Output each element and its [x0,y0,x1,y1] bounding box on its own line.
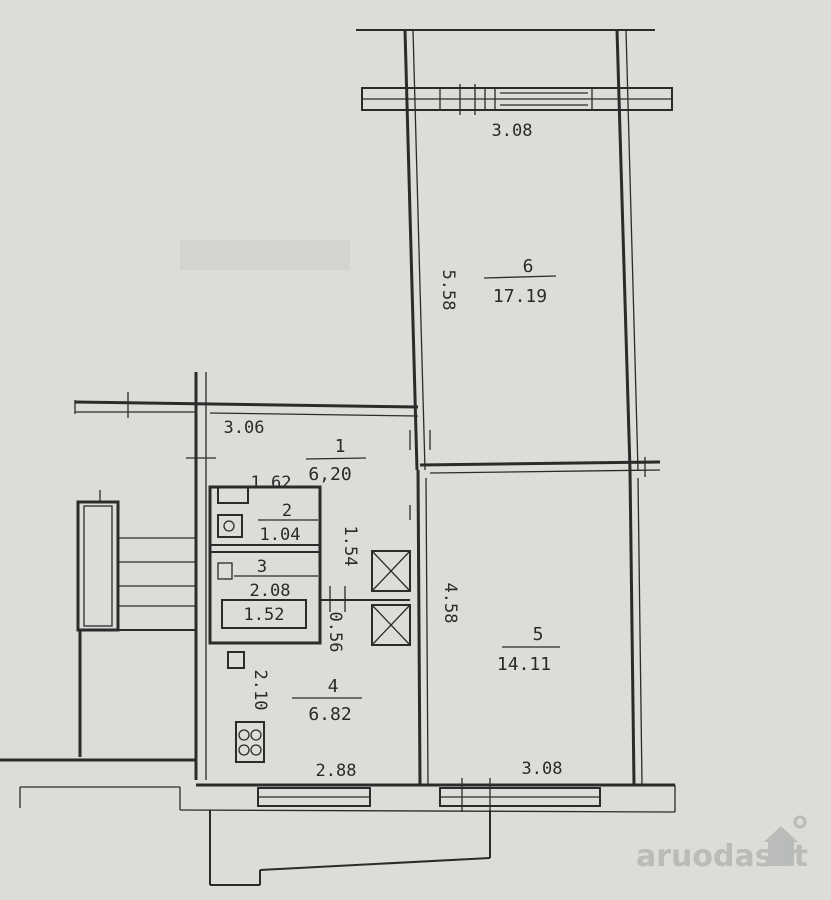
room-6-number: 6 [523,256,534,277]
room-2-label: 2 1.04 [258,501,318,545]
dim-kitchen-length: 2.10 [250,670,270,711]
watermark: aruodas .lt [636,815,808,874]
watermark-text: aruodas [636,839,773,874]
room-4-area: 6.82 [308,704,351,725]
kitchen-fixtures [227,651,265,763]
room-5-area: 14.11 [497,654,551,675]
dim-hall-width: 3.06 [224,418,265,438]
room-3-label: 3 2.08 [234,557,318,601]
hall-walls [74,372,431,780]
dim-room6-length: 5.58 [438,270,458,311]
bathtub-fixture [221,599,307,629]
room-1-label: 1 6,20 [305,436,367,485]
dim-bath-height: 1.54 [340,526,360,567]
room-3-area: 2.08 [250,581,291,601]
bathroom-block [208,485,410,645]
sink-fixture [217,486,249,504]
staircase [76,490,196,757]
room-5-walls [416,469,643,786]
faded-smudge [180,240,350,270]
room-6-label: 6 17.19 [483,256,557,307]
dim-room5-width: 3.08 [522,759,563,779]
toilet-fixture [217,514,243,538]
room-6-area: 17.19 [493,286,547,307]
room-5-label: 5 14.11 [497,624,560,675]
room-6-walls [356,29,673,471]
room-4-number: 4 [328,676,339,697]
dim-passage: 0.56 [325,612,345,653]
bottom-walls [0,758,676,886]
room-5-6-divider [419,457,661,477]
room-1-number: 1 [335,436,346,457]
stove-fixture [235,721,265,763]
dim-kitchen-width: 2.88 [316,761,357,781]
antenna-icon [793,815,807,829]
watermark-suffix: .lt [772,839,808,874]
room-2-number: 2 [282,501,292,521]
dim-bathtub: 1.52 [244,605,285,625]
dim-top-width: 3.08 [492,121,533,141]
roof-shape [764,826,798,842]
room-2-area: 1.04 [260,525,301,545]
dim-bath-width: 1.62 [251,473,292,493]
house-icon [768,840,794,866]
room-4-label: 4 6.82 [292,676,362,725]
dim-room5-length: 4.58 [440,583,460,624]
room-1-area: 6,20 [308,464,351,485]
room-3-number: 3 [257,557,267,577]
room-5-number: 5 [533,624,544,645]
ventilation-shafts [371,550,411,646]
